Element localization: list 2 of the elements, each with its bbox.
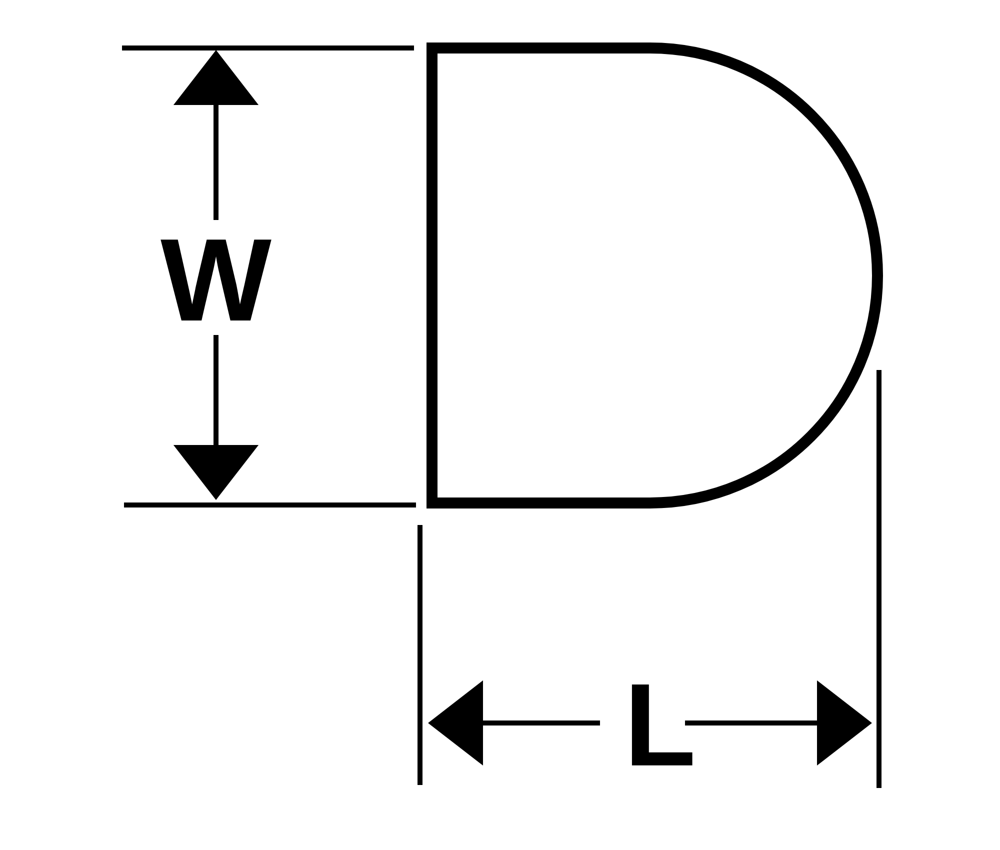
dimension-label: W — [160, 240, 272, 320]
dimension-label: L — [632, 684, 692, 766]
